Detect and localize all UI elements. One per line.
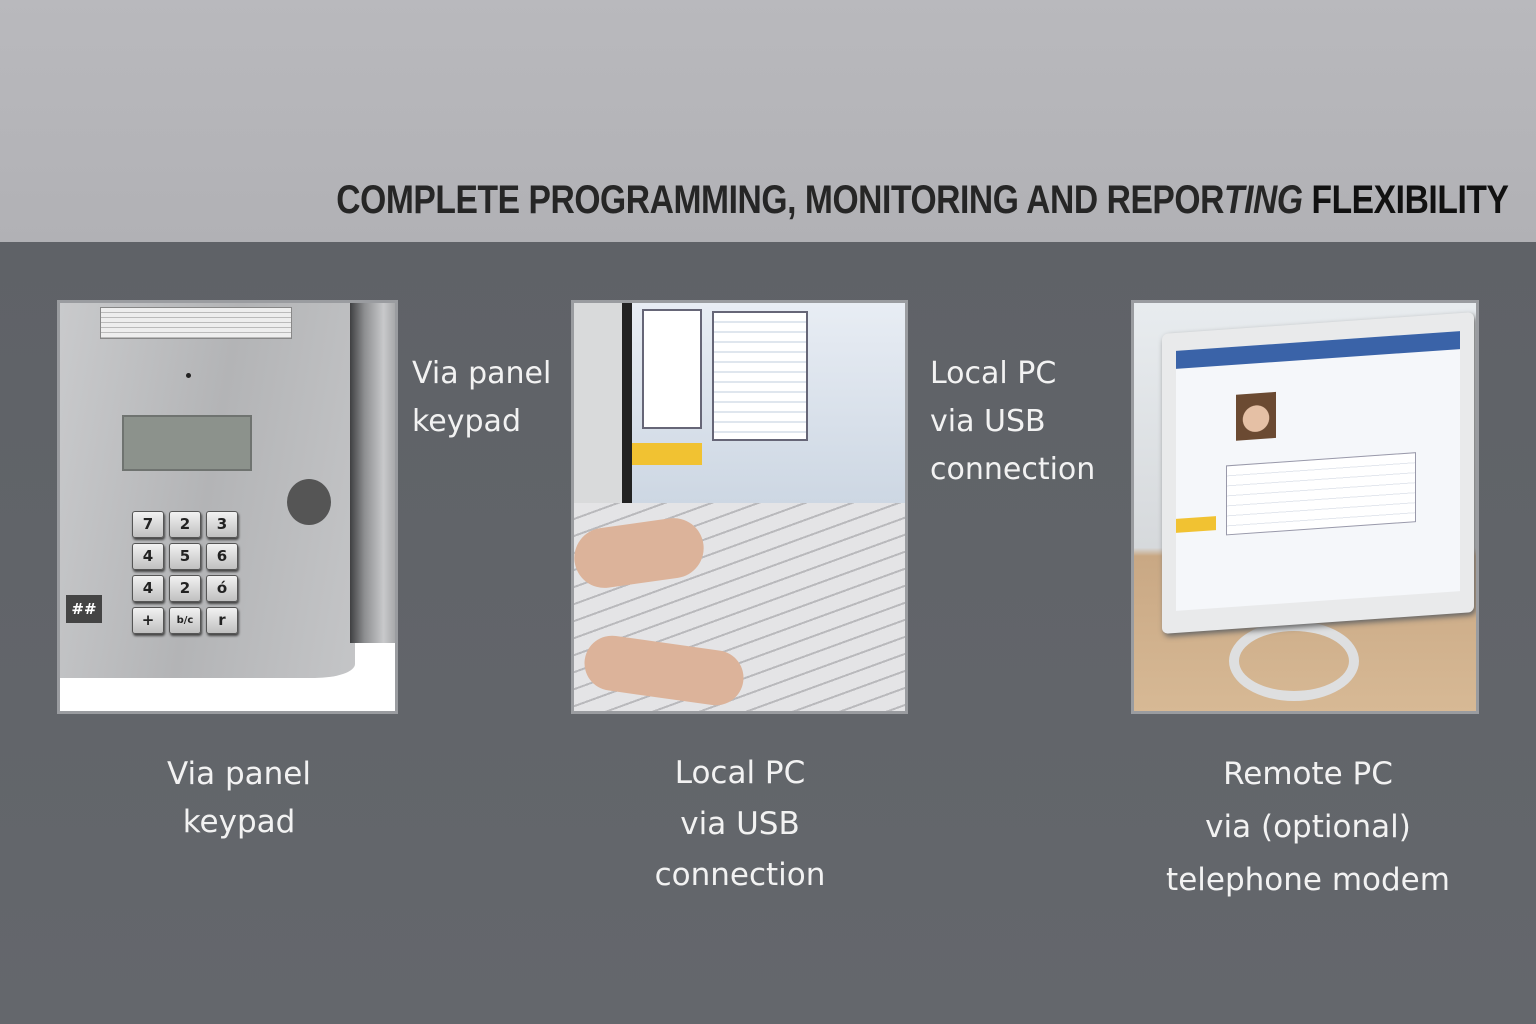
key: 3 [206, 511, 238, 538]
key: 4 [132, 575, 164, 602]
hash-label: ## [66, 595, 102, 623]
header-band: COMPLETE PROGRAMMING, MONITORING AND REP… [0, 0, 1536, 242]
page-title: COMPLETE PROGRAMMING, MONITORING AND REP… [335, 178, 1509, 222]
key: b/c [169, 607, 201, 634]
key: 4 [132, 543, 164, 570]
lcd-display [122, 415, 252, 471]
keypad-panel-image: ## 7 2 3 4 5 6 4 2 ó + b/c r [57, 300, 398, 714]
key: ó [206, 575, 238, 602]
key: + [132, 607, 164, 634]
speaker-grill [100, 307, 292, 339]
key: r [206, 607, 238, 634]
call-button [287, 479, 331, 525]
key: 2 [169, 575, 201, 602]
monitor-image [1131, 300, 1479, 714]
user-photo [1236, 391, 1276, 441]
key: 2 [169, 511, 201, 538]
key: 6 [206, 543, 238, 570]
key: 7 [132, 511, 164, 538]
laptop-image [571, 300, 908, 714]
keypad: 7 2 3 4 5 6 4 2 ó + b/c r [132, 511, 238, 634]
key: 5 [169, 543, 201, 570]
